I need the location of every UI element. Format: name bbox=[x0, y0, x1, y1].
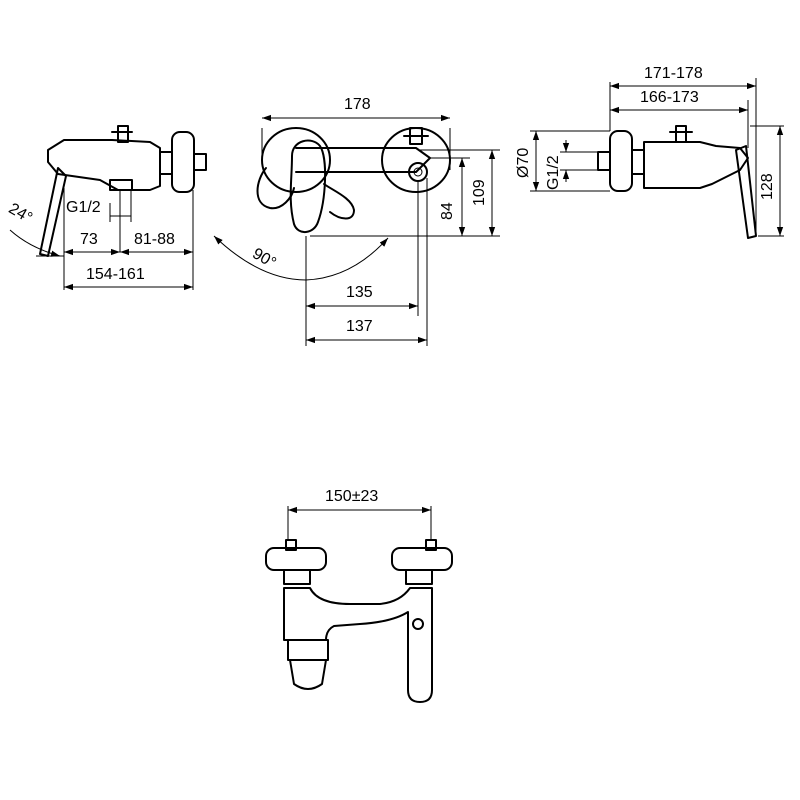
front-dim-a: 135 bbox=[346, 284, 373, 301]
left-thread-label: G1/2 bbox=[66, 199, 101, 216]
right-diameter: Ø70 bbox=[515, 148, 532, 178]
side-view-right: 171-178 166-173 Ø70 G1/2 128 bbox=[515, 65, 784, 239]
front-width: 178 bbox=[344, 96, 371, 113]
right-height: 128 bbox=[759, 173, 776, 200]
front-view: 178 90° 84 109 135 137 bbox=[213, 96, 500, 346]
left-dim-a: 73 bbox=[80, 231, 98, 248]
right-thread: G1/2 bbox=[545, 155, 562, 190]
left-angle-label: 24° bbox=[6, 200, 35, 227]
front-height-b: 109 bbox=[471, 179, 488, 206]
top-spacing: 150±23 bbox=[325, 488, 378, 505]
top-view: 150±23 bbox=[265, 488, 453, 703]
left-dim-b: 81-88 bbox=[134, 231, 175, 248]
right-dim-a: 171-178 bbox=[644, 65, 703, 82]
right-dim-b: 166-173 bbox=[640, 89, 699, 106]
front-height-a: 84 bbox=[439, 202, 456, 220]
front-dim-b: 137 bbox=[346, 318, 373, 335]
side-view-left: G1/2 24° 73 81-88 154-161 bbox=[6, 125, 207, 291]
left-dim-c: 154-161 bbox=[86, 266, 145, 283]
front-angle: 90° bbox=[249, 245, 278, 272]
